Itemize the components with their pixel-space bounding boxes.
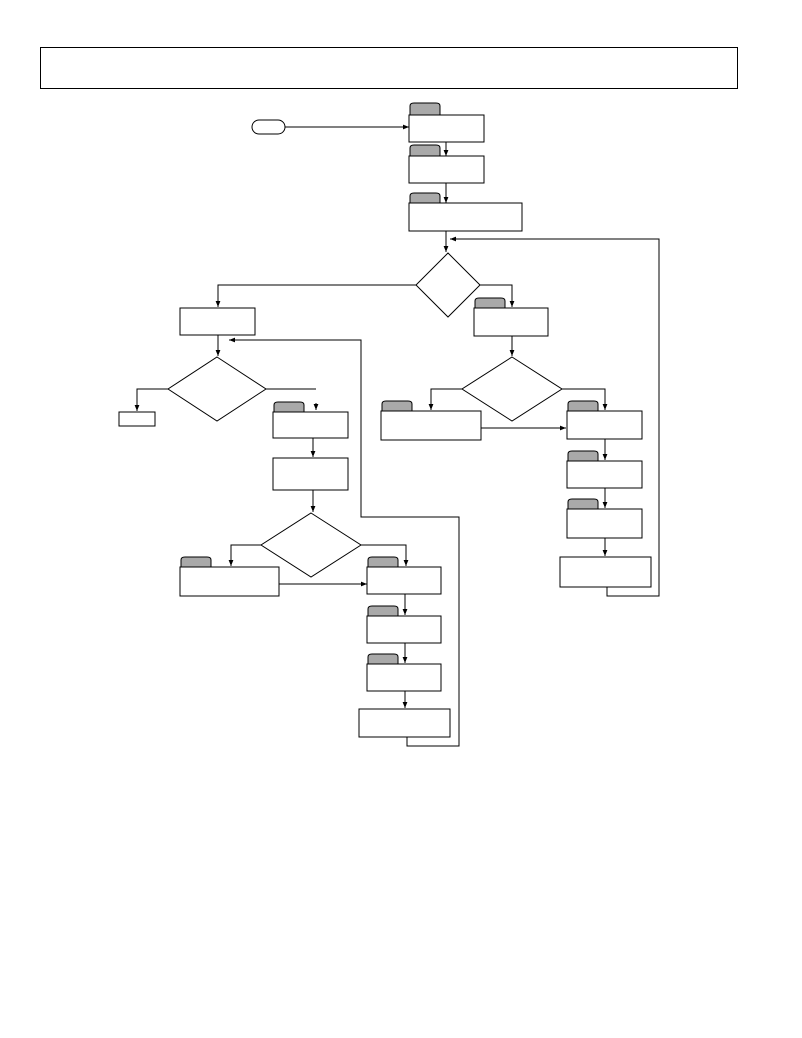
process-box <box>380 400 482 441</box>
connector <box>480 284 515 307</box>
process-box <box>473 297 549 337</box>
connector <box>361 544 409 566</box>
header-frame <box>40 47 738 89</box>
decision-diamond <box>260 512 362 578</box>
start-terminator <box>251 119 286 135</box>
exit-box <box>118 411 156 427</box>
process-box <box>272 457 349 491</box>
loop-back-connector <box>450 236 660 597</box>
decision-diamond <box>167 356 267 422</box>
connector <box>134 388 168 411</box>
process-box <box>366 605 442 644</box>
connector <box>428 388 462 410</box>
process-box <box>366 653 442 692</box>
decision-diamond <box>461 356 563 422</box>
process-box <box>366 556 442 595</box>
connector <box>215 284 416 307</box>
process-box <box>559 556 652 588</box>
process-box <box>566 450 643 489</box>
process-box <box>566 400 643 440</box>
loop-back-connector <box>229 337 460 747</box>
process-box <box>408 102 485 143</box>
process-box <box>358 708 451 738</box>
process-box <box>272 401 349 439</box>
process-box <box>408 192 523 232</box>
process-box <box>566 498 643 539</box>
decision-diamond <box>415 252 481 318</box>
connector <box>562 388 608 410</box>
process-box <box>179 307 256 336</box>
connector <box>228 544 261 566</box>
process-box <box>179 556 280 597</box>
